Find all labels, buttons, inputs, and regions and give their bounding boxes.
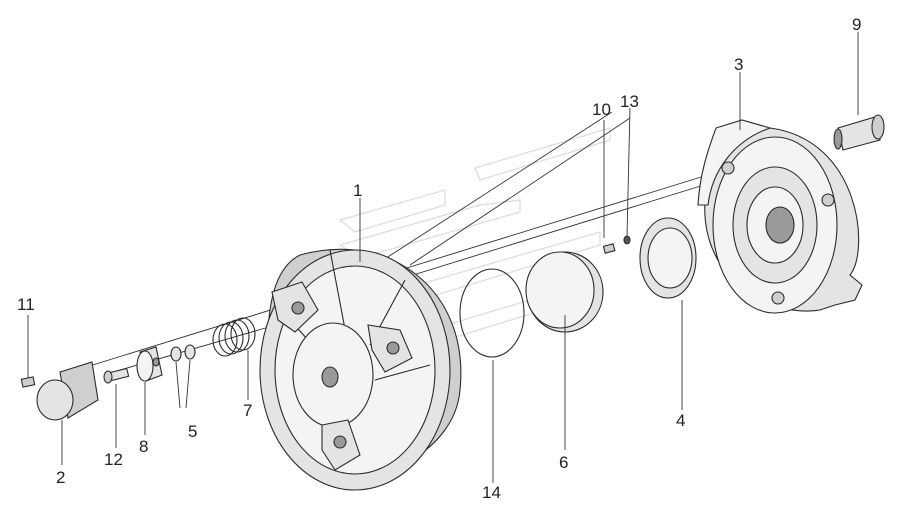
part-13-washer [623,235,631,245]
callout-12: 12 [104,450,123,469]
part-9-pin [833,114,885,151]
part-5-washers [170,344,196,362]
callout-5: 5 [188,422,197,441]
callout-6: 6 [559,453,568,472]
part-11-screw [20,376,36,388]
part-7-spring [212,317,256,357]
part-10-screw [602,243,616,254]
part-12-bolt [103,367,130,384]
callout-3: 3 [734,55,743,74]
callout-8: 8 [139,437,148,456]
callout-10: 10 [592,100,611,119]
callout-14: 14 [482,483,501,502]
callout-13: 13 [620,92,639,111]
part-14-ring [459,268,525,358]
part-2-cap [36,361,99,421]
part-1-housing [259,248,462,491]
callout-7: 7 [243,401,252,420]
callout-9: 9 [852,15,861,34]
leader-lines [27,32,859,483]
part-4-cover-plate [639,217,697,299]
part-3-flange [697,119,863,314]
part-8-plunger [136,346,163,382]
callout-1: 1 [353,181,362,200]
callout-11: 11 [17,295,35,314]
part-6-disk [525,251,604,333]
callout-2: 2 [56,468,65,487]
callout-4: 4 [676,411,685,430]
callout-labels: 1 2 3 4 5 6 7 8 9 10 11 12 13 14 [17,15,861,502]
